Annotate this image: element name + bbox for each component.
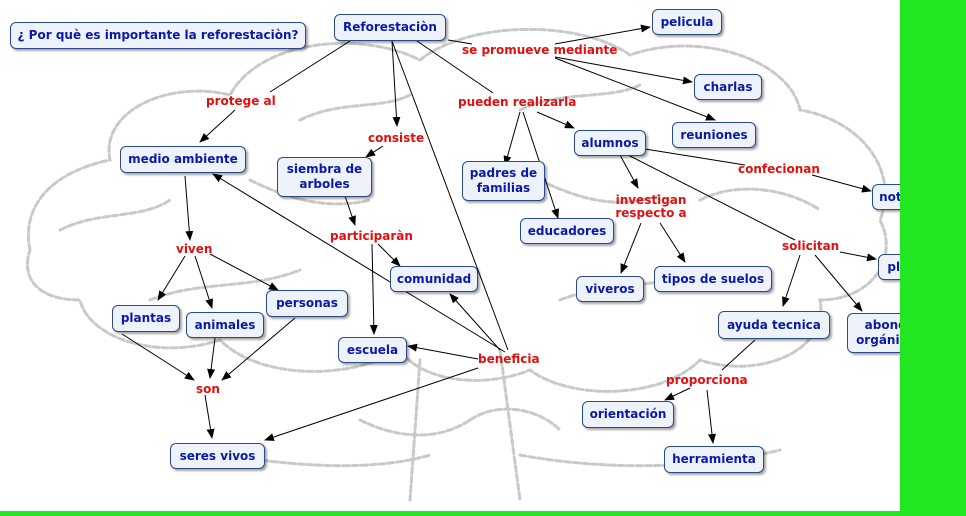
concept-charlas: charlas — [694, 74, 762, 100]
link-beneficia: beneficia — [478, 352, 540, 366]
link-confecionan: confecionan — [738, 162, 820, 176]
concept-alumnos: alumnos — [574, 130, 646, 156]
concept-pelicula: pelicula — [652, 9, 722, 35]
link-consiste: consiste — [368, 131, 425, 145]
connection-lines — [121, 24, 877, 444]
concept-escuela: escuela — [338, 337, 407, 363]
focus-question: ¿ Por què es importante la reforestaciòn… — [10, 22, 306, 49]
concept-padres-de-familias: padres de familias — [462, 161, 545, 201]
concept-educadores: educadores — [520, 218, 614, 244]
link-son: son — [196, 382, 220, 396]
concept-tipos-de-suelos: tipos de suelos — [654, 266, 772, 292]
tree-background-image — [26, 27, 888, 502]
link-participaran: participaràn — [330, 229, 413, 243]
concept-herramienta: herramienta — [664, 446, 764, 473]
concept-medio-ambiente: medio ambiente — [120, 146, 246, 173]
concept-orientacion: orientación — [582, 401, 674, 428]
link-pueden-realizarla: pueden realizarla — [458, 95, 577, 109]
link-se-promueve-mediante: se promueve mediante — [462, 43, 618, 57]
concept-comunidad: comunidad — [390, 266, 478, 292]
concept-reuniones: reuniones — [672, 122, 756, 148]
green-bottom-bar — [0, 511, 966, 516]
link-proporciona: proporciona — [666, 373, 748, 387]
link-investigan-respecto-a: investigan respecto a — [615, 193, 687, 220]
concept-personas: personas — [266, 290, 348, 317]
green-side-bar — [900, 0, 966, 516]
concept-ayuda-tecnica: ayuda tecnica — [718, 311, 830, 339]
link-viven: viven — [176, 242, 213, 256]
link-protege-al: protege al — [206, 94, 276, 108]
concept-seres-vivos: seres vivos — [170, 443, 265, 469]
concept-plantas: plantas — [112, 305, 180, 332]
concept-siembra-de-arboles: siembra de arboles — [277, 157, 372, 197]
concept-reforestacion: Reforestaciòn — [334, 14, 446, 41]
concept-animales: animales — [186, 312, 264, 338]
concept-viveros: viveros — [576, 276, 644, 302]
link-solicitan: solicitan — [782, 239, 840, 253]
